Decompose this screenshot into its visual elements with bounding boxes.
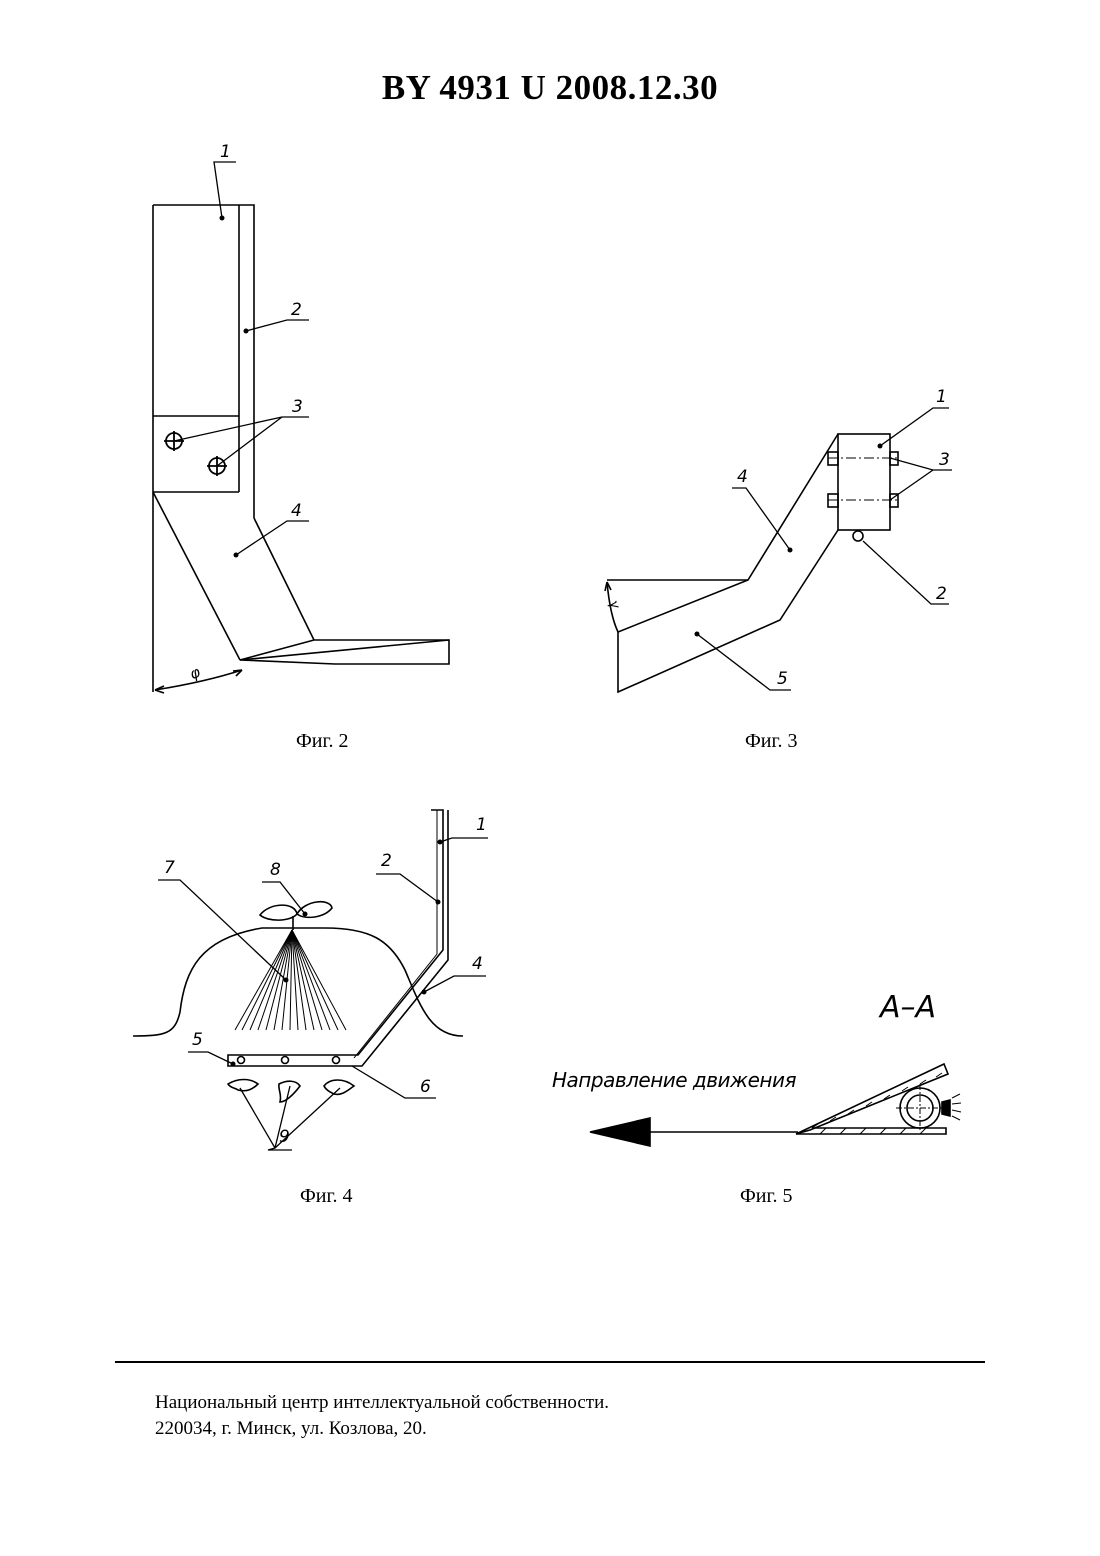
part-label: 9: [279, 1127, 290, 1147]
weed-icon: [324, 1080, 354, 1094]
weed-icon: [228, 1080, 258, 1091]
section-blade-hatched: [796, 1064, 948, 1134]
part-label: 1: [476, 815, 487, 835]
part-label: 2: [936, 584, 947, 604]
direction-label: Направление движения: [552, 1068, 796, 1092]
part-label: 3: [939, 450, 950, 470]
part-label: 4: [291, 501, 302, 521]
bolt-icon: [238, 1057, 245, 1064]
part-label: 8: [270, 860, 281, 880]
footer-address: 220034, г. Минск, ул. Козлова, 20.: [155, 1418, 427, 1440]
part-label: 5: [192, 1030, 203, 1050]
part-label: 2: [381, 851, 392, 871]
figure-3-caption: Фиг. 3: [745, 730, 797, 753]
figure-2-drawing: 1 2 3 4 φ: [0, 0, 550, 720]
footer-divider: [115, 1361, 985, 1363]
brush-bristles: [235, 930, 346, 1030]
weed-icon: [279, 1081, 300, 1102]
mounting-block: [838, 434, 890, 530]
section-label: А–А: [880, 990, 936, 1025]
part-label: 4: [737, 467, 748, 487]
bolt-icon: [333, 1057, 340, 1064]
part-label: 4: [472, 954, 483, 974]
footer-organization: Национальный центр интеллектуальной собс…: [155, 1392, 609, 1414]
figure-4-drawing: 1 2 4 5 6 7 8 9: [0, 790, 550, 1170]
figure-2-caption: Фиг. 2: [296, 730, 348, 753]
part-label: 1: [220, 142, 231, 162]
leaf-icon: [260, 905, 297, 920]
arrow-icon: [590, 1118, 650, 1146]
blade-diagonal: [240, 640, 449, 660]
figure-5-caption: Фиг. 5: [740, 1185, 792, 1208]
part-label: 6: [420, 1077, 431, 1097]
rack-profile: [228, 810, 448, 1066]
nozzle-icon: [942, 1100, 950, 1116]
part-label: 1: [936, 387, 947, 407]
part-label: 2: [291, 300, 302, 320]
part-label: 7: [164, 858, 175, 878]
figure-5-drawing: А–А Направление движения: [550, 990, 1100, 1170]
inclined-stand-edge: [153, 492, 240, 660]
figure-3-drawing: 1 2 3 4 5 γ: [550, 0, 1100, 720]
tube-icon: [853, 531, 863, 541]
bolt-icon: [282, 1057, 289, 1064]
figure-4-caption: Фиг. 4: [300, 1185, 352, 1208]
part-label: 3: [292, 397, 303, 417]
part-label: 5: [777, 669, 788, 689]
stand-outline: [618, 434, 838, 692]
